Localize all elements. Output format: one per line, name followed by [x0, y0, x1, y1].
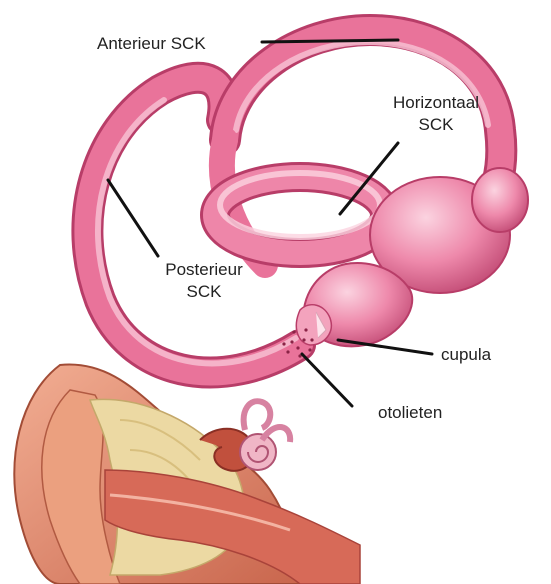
label-horizontaal-line1: Horizontaal [380, 92, 492, 114]
posterior-canal [87, 78, 300, 373]
cupula-ampulla [296, 305, 331, 345]
label-cupula: cupula [441, 344, 491, 366]
label-posterieur-sck: Posterieur SCK [158, 259, 250, 303]
leader-line-anterieur [262, 40, 398, 42]
label-anterieur-text: Anterieur SCK [97, 34, 206, 53]
label-horizontaal-sck: Horizontaal SCK [380, 92, 492, 136]
leader-line-otolieten [302, 354, 352, 406]
leader-line-posterieur [108, 180, 158, 256]
label-otolieten: otolieten [378, 402, 442, 424]
label-posterieur-line1: Posterieur [158, 259, 250, 281]
label-anterieur-sck: Anterieur SCK [97, 33, 206, 55]
label-otolieten-text: otolieten [378, 403, 442, 422]
outer-ear-cutaway [14, 365, 360, 584]
label-posterieur-line2: SCK [158, 281, 250, 303]
label-cupula-text: cupula [441, 345, 491, 364]
label-horizontaal-line2: SCK [380, 114, 492, 136]
